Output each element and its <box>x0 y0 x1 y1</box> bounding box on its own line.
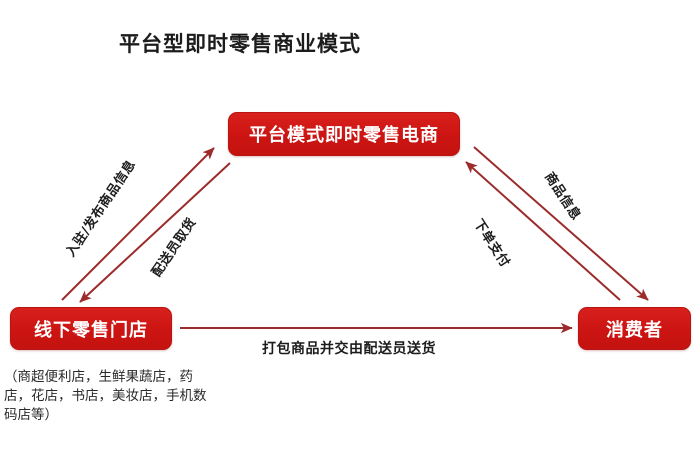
store-category-footnote: （商超便利店，生鲜果蔬店，药店，花店，书店，美妆店，手机数码店等） <box>4 369 207 423</box>
node-platform-label: 平台模式即时零售电商 <box>249 125 439 146</box>
node-offline-store-label: 线下零售门店 <box>34 319 148 341</box>
arrow-entry <box>61 147 215 301</box>
arrow-pickup <box>79 162 231 303</box>
node-consumer-label: 消费者 <box>606 319 663 341</box>
edge-label-delivery: 打包商品并交由配送员送货 <box>262 341 436 357</box>
node-offline-store[interactable]: 线下零售门店 <box>10 307 172 350</box>
arrow-order <box>465 161 621 301</box>
page-title: 平台型即时零售商业模式 <box>119 32 361 56</box>
arrow-goods <box>473 146 649 301</box>
node-consumer[interactable]: 消费者 <box>578 307 691 350</box>
node-platform[interactable]: 平台模式即时零售电商 <box>228 112 460 156</box>
